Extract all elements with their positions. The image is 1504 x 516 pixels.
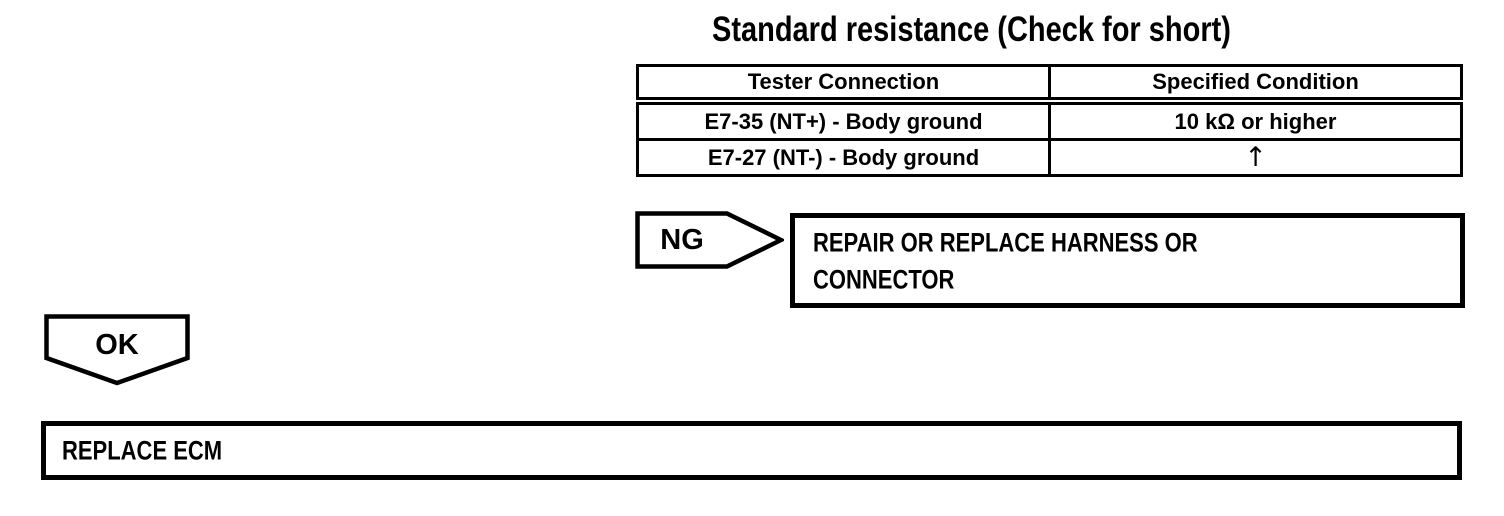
- ok-action-box: REPLACE ECM: [41, 421, 1462, 480]
- ng-action-text: REPAIR OR REPLACE HARNESS OR CONNECTOR: [813, 226, 1198, 295]
- table-header-row: Tester Connection Specified Condition: [636, 64, 1463, 105]
- tester-connection-value: E7-27 (NT-) - Body ground: [707, 144, 980, 170]
- column-header-label: Tester Connection: [747, 69, 940, 94]
- resistance-spec-table: Tester Connection Specified Condition E7…: [636, 64, 1463, 177]
- table-row: E7-27 (NT-) - Body ground ↑: [636, 138, 1463, 177]
- column-header-label: Specified Condition: [1152, 69, 1359, 94]
- table-row: E7-35 (NT+) - Body ground 10 kΩ or highe…: [636, 99, 1463, 141]
- specified-condition-value: 10 kΩ or higher: [1174, 108, 1337, 134]
- ng-label: NG: [660, 224, 704, 256]
- ok-action-text-wrap: REPLACE ECM: [62, 434, 223, 465]
- page-title: Standard resistance (Check for short): [712, 10, 1231, 50]
- tester-connection-value: E7-35 (NT+) - Body ground: [704, 108, 983, 134]
- ok-connector-shape: OK: [44, 314, 190, 386]
- tester-connection-cell: E7-27 (NT-) - Body ground: [636, 138, 1051, 177]
- ok-label: OK: [95, 329, 139, 361]
- ng-pentagon-icon: [635, 211, 784, 269]
- ok-action-text: REPLACE ECM: [62, 434, 223, 465]
- ng-action-text-wrap: REPAIR OR REPLACE HARNESS OR CONNECTOR: [813, 227, 1283, 294]
- tester-connection-cell: E7-35 (NT+) - Body ground: [636, 99, 1051, 141]
- ok-pentagon-icon: [44, 314, 190, 386]
- page-title-text: Standard resistance (Check for short): [712, 10, 1231, 50]
- same-as-above-arrow-icon: ↑: [1244, 141, 1267, 173]
- column-header-tester-connection: Tester Connection: [636, 64, 1051, 105]
- specified-condition-cell: ↑: [1048, 138, 1463, 177]
- ng-action-box: REPAIR OR REPLACE HARNESS OR CONNECTOR: [790, 213, 1465, 308]
- specified-condition-cell: 10 kΩ or higher: [1048, 99, 1463, 141]
- column-header-specified-condition: Specified Condition: [1048, 64, 1463, 105]
- ng-connector-shape: NG: [635, 211, 784, 269]
